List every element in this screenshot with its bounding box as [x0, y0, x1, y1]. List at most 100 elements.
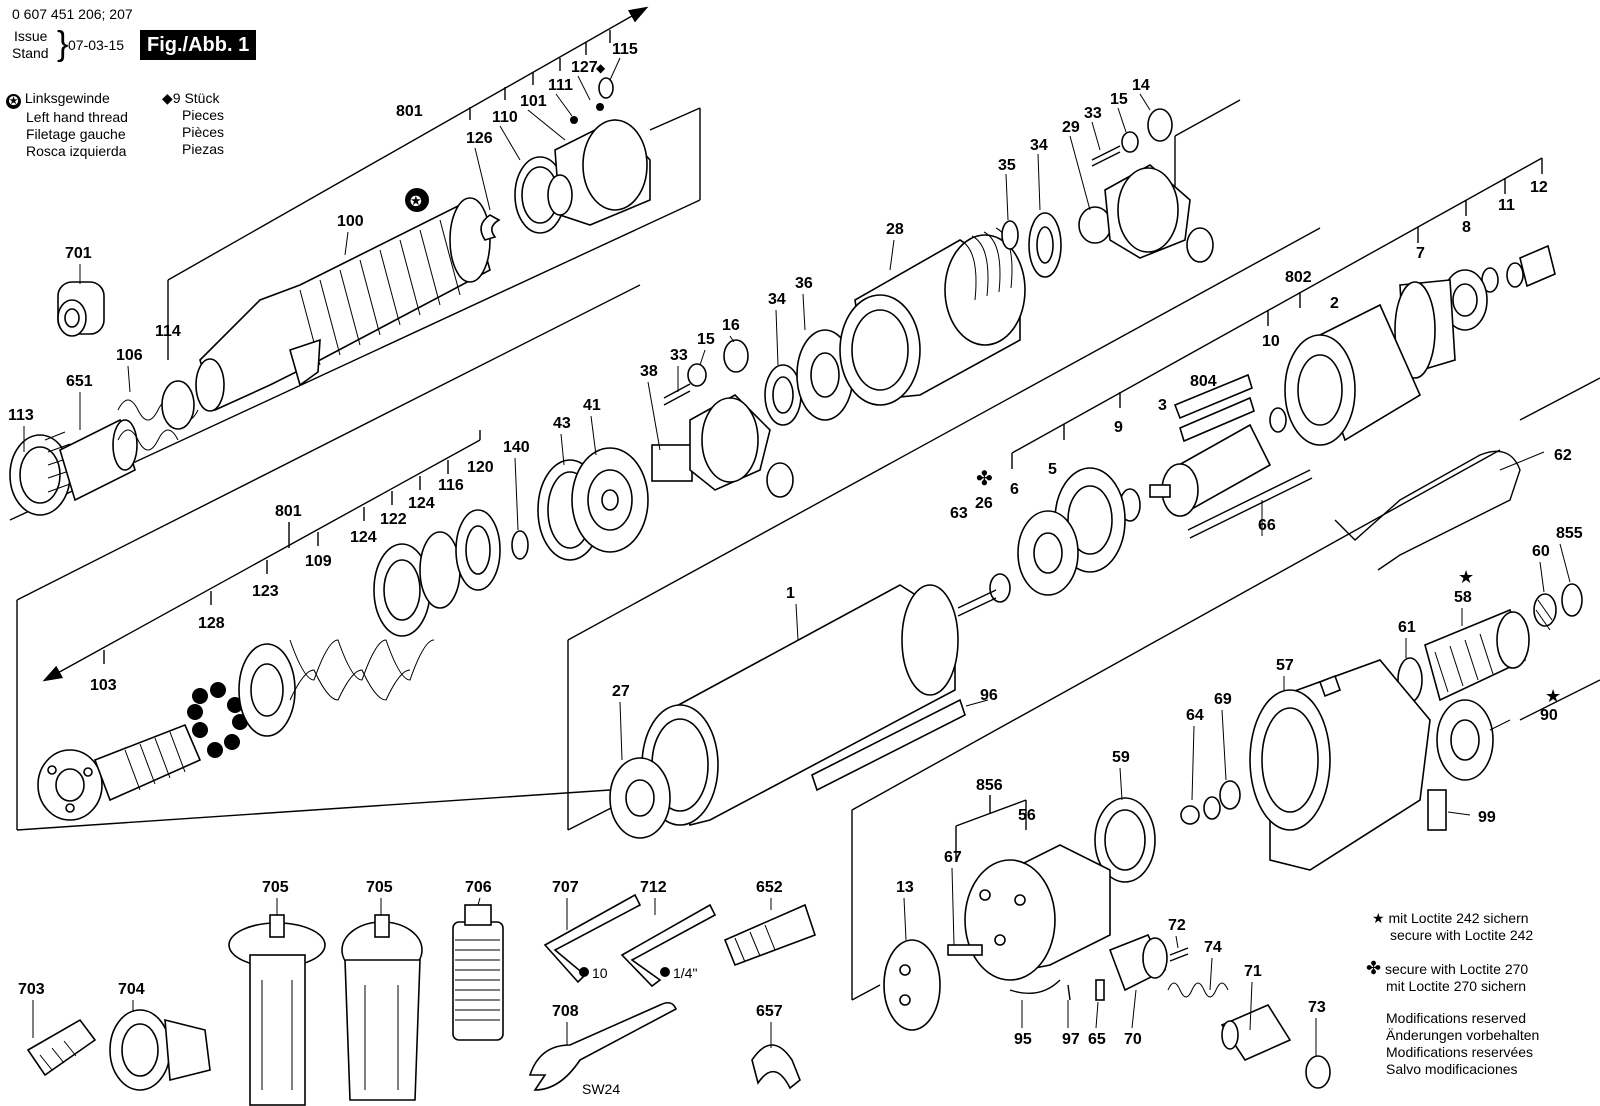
part-110-ring — [514, 156, 566, 234]
star-marker-90: ★ — [1545, 686, 1561, 706]
label-110: 110 — [492, 109, 518, 126]
label-33b: 33 — [670, 347, 688, 364]
modifications-en: Modifications reserved — [1386, 1010, 1527, 1026]
label-64: 64 — [1186, 707, 1204, 724]
part-120-clutch — [455, 509, 529, 591]
label-706: 706 — [465, 879, 492, 896]
part-705-handle-a — [228, 914, 326, 1106]
label-705a: 705 — [262, 879, 289, 896]
modifications-es: Salvo modificaciones — [1386, 1061, 1518, 1077]
part-706-filter — [452, 904, 504, 1041]
label-99: 99 — [1478, 809, 1496, 826]
pieces-legend: ◆9 Stück Pieces Pièces Piezas — [162, 90, 224, 158]
label-27: 27 — [612, 683, 630, 700]
part-712-hex-key — [620, 903, 717, 988]
part-101-spindle — [547, 119, 651, 226]
legend-pieces-en: Pieces — [182, 107, 225, 123]
part-113-nut — [9, 431, 73, 516]
part-70-sleeve — [1108, 933, 1168, 992]
legend-pieces-de: 9 Stück — [172, 90, 220, 106]
label-57: 57 — [1276, 657, 1294, 674]
label-62: 62 — [1554, 447, 1572, 464]
part-99-label — [1427, 789, 1447, 831]
label-2: 2 — [1330, 295, 1339, 312]
label-856: 856 — [976, 777, 1003, 794]
part-109-spring — [289, 639, 435, 701]
label-707: 707 — [552, 879, 579, 896]
label-97: 97 — [1062, 1031, 1080, 1048]
part-6-bearing — [1017, 510, 1079, 596]
label-69: 69 — [1214, 691, 1232, 708]
part-33-pin — [663, 383, 691, 406]
part-855-60-ring — [1533, 583, 1583, 631]
part-15-16-gears — [687, 339, 794, 498]
stand-label: Stand — [12, 45, 49, 61]
part-57-housing — [1249, 659, 1431, 871]
legend-pieces-fr: Pièces — [182, 124, 225, 140]
label-124a: 124 — [408, 495, 435, 512]
label-127: 127 — [571, 59, 598, 76]
label-71: 71 — [1244, 963, 1262, 980]
part-90-plug — [1436, 699, 1494, 781]
label-657: 657 — [756, 1003, 783, 1020]
left-hand-thread-legend: ✪ Linksgewinde Left hand thread Filetage… — [6, 90, 128, 160]
part-103-spindle — [37, 723, 202, 821]
part-123-washer — [238, 643, 296, 737]
label-74: 74 — [1204, 939, 1222, 956]
label-103: 103 — [90, 677, 117, 694]
label-29: 29 — [1062, 119, 1080, 136]
legend-lht-en: Left hand thread — [26, 109, 128, 125]
part-7-end-plate — [1394, 279, 1456, 379]
label-16: 16 — [722, 317, 740, 334]
label-120: 120 — [467, 459, 494, 476]
part-1-housing — [641, 584, 959, 826]
label-65: 65 — [1088, 1031, 1106, 1048]
part-27-washer — [609, 757, 671, 839]
label-8: 8 — [1462, 219, 1471, 236]
part-62-wire — [1334, 450, 1521, 571]
label-705b: 705 — [366, 879, 393, 896]
label-11: 11 — [1498, 197, 1515, 214]
label-10: 10 — [1262, 333, 1280, 350]
legend-lht-es: Rosca izquierda — [26, 143, 127, 159]
left-hand-thread-marker-glyph: ✪ — [410, 193, 422, 209]
label-14: 14 — [1132, 77, 1150, 94]
label-801b: 801 — [275, 503, 302, 520]
hex-key-quarter-label: 1/4" — [673, 965, 697, 981]
part-72-pin — [1169, 947, 1189, 962]
star-icon: ★ — [1372, 910, 1385, 926]
part-71-piston — [1220, 1003, 1292, 1062]
label-96: 96 — [980, 687, 998, 704]
part-59-cap — [1094, 797, 1156, 883]
label-59: 59 — [1112, 749, 1130, 766]
label-116: 116 — [438, 477, 464, 494]
part-67-pin — [947, 944, 983, 956]
legend-lht-de: Linksgewinde — [24, 90, 110, 106]
part-703-nipple — [26, 1018, 97, 1077]
brace-mark: } — [57, 25, 69, 63]
label-67: 67 — [944, 849, 962, 866]
label-66: 66 — [1258, 517, 1276, 534]
part-95-97-65-misc — [1009, 979, 1105, 1001]
part-100-housing — [195, 197, 491, 412]
part-41-bearing — [571, 447, 649, 553]
wrench-size-label: SW24 — [582, 1081, 620, 1097]
part-11-8-washers — [1442, 267, 1499, 331]
upper-axis-group — [9, 6, 701, 831]
hex-key-10-label: 10 — [592, 965, 608, 981]
part-12-screw — [1506, 244, 1556, 288]
part-74-spring — [1167, 982, 1229, 998]
label-43: 43 — [553, 415, 571, 432]
part-707-hex-key — [543, 893, 642, 984]
clover-icon: ✤ — [1366, 958, 1382, 978]
label-114: 114 — [155, 323, 181, 340]
label-3: 3 — [1158, 397, 1167, 414]
label-9: 9 — [1114, 419, 1123, 436]
label-7: 7 — [1416, 245, 1425, 262]
label-6: 6 — [1010, 481, 1019, 498]
label-100: 100 — [337, 213, 364, 230]
label-122: 122 — [380, 511, 407, 528]
label-5: 5 — [1048, 461, 1057, 478]
loctite-270-en: secure with Loctite 270 — [1384, 961, 1529, 977]
